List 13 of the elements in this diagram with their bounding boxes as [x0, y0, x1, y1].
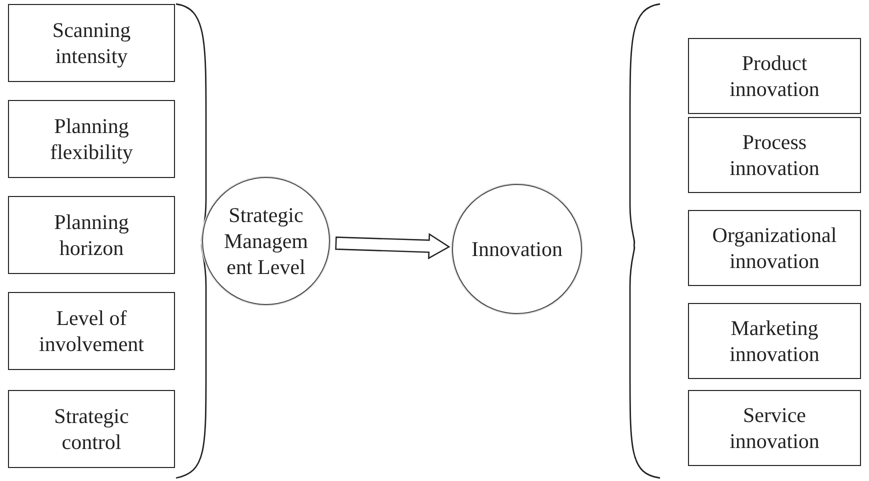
factor-box: Process innovation [688, 117, 861, 193]
factor-box: Level of involvement [8, 292, 175, 370]
block-arrow [335, 233, 450, 260]
factor-box: Planning horizon [8, 196, 175, 274]
factor-box: Product innovation [688, 38, 861, 114]
factor-box: Marketing innovation [688, 303, 861, 379]
factor-box: Scanning intensity [8, 4, 175, 82]
factor-box: Organizational innovation [688, 210, 861, 286]
factor-box: Strategic control [8, 390, 175, 468]
concept-circle: Strategic Managem ent Level [202, 177, 330, 305]
factor-box: Service innovation [688, 390, 861, 466]
concept-circle: Innovation [452, 184, 582, 314]
factor-box: Planning flexibility [8, 100, 175, 178]
